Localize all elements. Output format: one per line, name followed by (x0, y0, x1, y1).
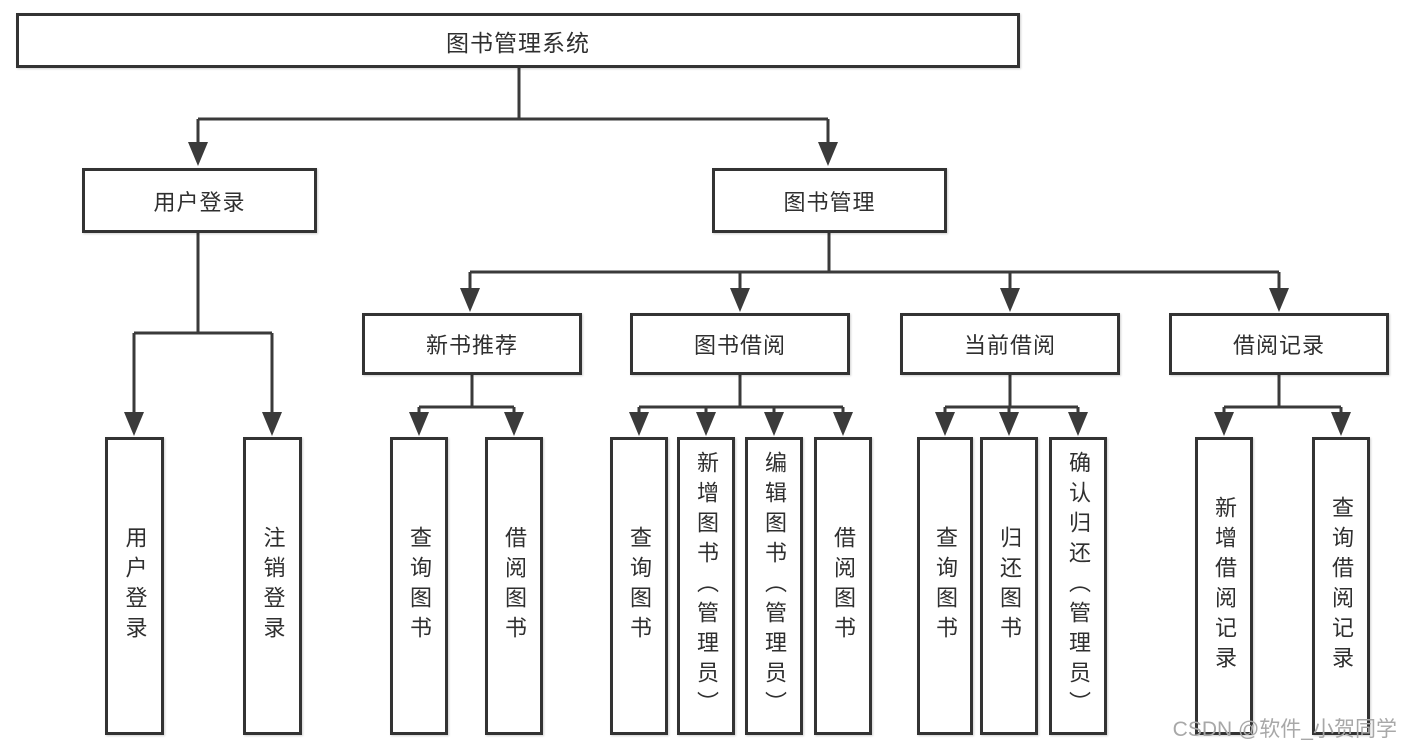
leaf-user-login: 用户登录 (105, 437, 164, 735)
arrow-down-icon (409, 412, 429, 436)
connector-borrowrecord-to-leaves (1214, 375, 1351, 436)
node-label: 借阅记录 (1232, 333, 1325, 358)
arrow-down-icon (188, 142, 208, 166)
node-book-borrowing: 图书借阅 (630, 313, 850, 375)
leaf-label: 借阅图书 (502, 526, 527, 646)
leaf-label: 查询图书 (627, 526, 652, 646)
arrow-down-icon (818, 142, 838, 166)
leaf-logout: 注销登录 (243, 437, 302, 735)
leaf-label: 确认归还（管理员） (1066, 451, 1091, 721)
node-user-login: 用户登录 (82, 168, 317, 233)
node-book-management: 图书管理 (712, 168, 947, 233)
node-label: 新书推荐 (425, 333, 518, 358)
leaf-label: 归还图书 (997, 526, 1022, 646)
leaf-label: 借阅图书 (831, 526, 856, 646)
node-label: 图书管理系统 (446, 29, 590, 56)
leaf-query-books: 查询图书 (917, 437, 973, 735)
csdn-watermark: CSDN @软件_小贺同学 (1172, 718, 1397, 741)
arrow-down-icon (999, 412, 1019, 436)
node-label: 用户登录 (153, 189, 246, 215)
node-label: 图书管理 (783, 189, 876, 215)
arrow-down-icon (504, 412, 524, 436)
connector-root-to-level1 (188, 68, 838, 166)
arrow-down-icon (1068, 412, 1088, 436)
leaf-label: 注销登录 (260, 526, 286, 646)
arrow-down-icon (124, 412, 144, 436)
arrow-down-icon (629, 412, 649, 436)
leaf-add-borrow-record: 新增借阅记录 (1195, 437, 1253, 735)
leaf-label: 新增图书（管理员） (694, 451, 719, 721)
connector-bookmgmt-to-level2 (460, 233, 1289, 312)
leaf-add-books-admin: 新增图书（管理员） (677, 437, 735, 735)
leaf-label: 用户登录 (122, 526, 148, 646)
arrow-down-icon (935, 412, 955, 436)
connector-currentborrow-to-leaves (935, 375, 1088, 436)
leaf-query-books: 查询图书 (610, 437, 668, 735)
leaf-label: 查询图书 (933, 526, 958, 646)
arrow-down-icon (696, 412, 716, 436)
leaf-borrow-books: 借阅图书 (485, 437, 543, 735)
leaf-return-books: 归还图书 (980, 437, 1038, 735)
arrow-down-icon (1000, 288, 1020, 312)
leaf-edit-books-admin: 编辑图书（管理员） (745, 437, 803, 735)
leaf-label: 查询借阅记录 (1329, 496, 1354, 676)
node-label: 当前借阅 (963, 333, 1056, 358)
leaf-label: 查询图书 (407, 526, 432, 646)
arrow-down-icon (730, 288, 750, 312)
arrow-down-icon (764, 412, 784, 436)
leaf-query-borrow-record: 查询借阅记录 (1312, 437, 1370, 735)
node-library-management-system: 图书管理系统 (16, 13, 1020, 68)
node-borrowing-records: 借阅记录 (1169, 313, 1389, 375)
node-label: 图书借阅 (693, 333, 786, 358)
connector-bookborrow-to-leaves (629, 375, 853, 436)
arrow-down-icon (262, 412, 282, 436)
arrow-down-icon (833, 412, 853, 436)
leaf-label: 编辑图书（管理员） (762, 451, 787, 721)
arrow-down-icon (460, 288, 480, 312)
node-new-book-recommendation: 新书推荐 (362, 313, 582, 375)
leaf-borrow-books: 借阅图书 (814, 437, 872, 735)
leaf-query-books: 查询图书 (390, 437, 448, 735)
connector-userlogin-to-leaves (124, 233, 282, 436)
leaf-confirm-return-admin: 确认归还（管理员） (1049, 437, 1107, 735)
node-current-borrowing: 当前借阅 (900, 313, 1120, 375)
arrow-down-icon (1331, 412, 1351, 436)
arrow-down-icon (1269, 288, 1289, 312)
connector-newbook-to-leaves (409, 375, 524, 436)
arrow-down-icon (1214, 412, 1234, 436)
leaf-label: 新增借阅记录 (1212, 496, 1237, 676)
